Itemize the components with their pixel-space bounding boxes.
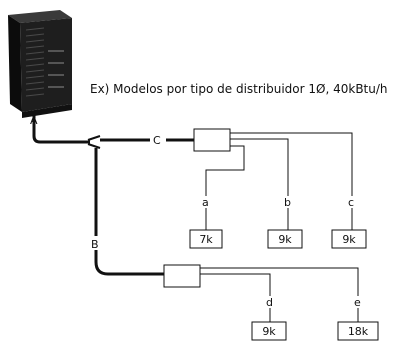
branch-label-c: c: [348, 196, 354, 209]
distributor-box-2: [163, 264, 201, 288]
indoor-unit-box-d: [251, 321, 287, 341]
indoor-unit-box-c: [331, 229, 367, 249]
capacity-e: 18k: [348, 325, 369, 338]
capacity-c: 9k: [342, 233, 356, 246]
distributor-box-1: [193, 128, 231, 152]
capacity-d: 9k: [262, 325, 276, 338]
branch-label-b: b: [284, 196, 291, 209]
branch-pipes-2: [200, 267, 359, 296]
branch-label-a: a: [202, 196, 209, 209]
indoor-unit-box-e: [337, 321, 379, 341]
branch-label-d: d: [266, 296, 273, 309]
branch-pipes-1: [205, 132, 353, 196]
y-joint-icon: [87, 135, 101, 149]
indoor-unit-box-a: [189, 229, 223, 249]
pipe-label-a: A: [30, 114, 38, 127]
pipe-label-b: B: [91, 238, 99, 251]
diagram-caption: Ex) Modelos por tipo de distribuidor 1Ø,…: [90, 82, 388, 96]
pipe-label-c: C: [153, 134, 161, 147]
pipe-a: [32, 112, 90, 144]
branch-label-e: e: [354, 296, 361, 309]
pipe-b: [94, 148, 164, 276]
outdoor-unit-icon: [8, 10, 72, 118]
capacity-b: 9k: [278, 233, 292, 246]
indoor-unit-box-b: [267, 229, 303, 249]
capacity-a: 7k: [199, 233, 213, 246]
